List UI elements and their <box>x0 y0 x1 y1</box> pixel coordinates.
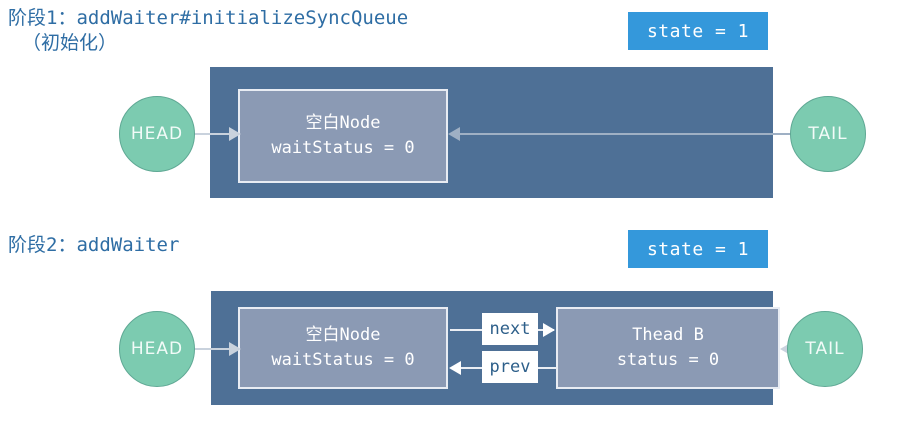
phase-1-subtitle: （初始化） <box>22 32 118 54</box>
phase-2-head-arrowhead-icon <box>229 342 241 356</box>
phase-1-tail-connector <box>452 133 792 135</box>
node-line-1: 空白Node <box>305 325 381 345</box>
phase-2-tail-pointer: TAIL <box>787 311 863 387</box>
node-line-1: 空白Node <box>305 113 381 133</box>
phase-1-title: 阶段1：addWaiter#initializeSyncQueue <box>8 7 409 29</box>
phase-2-node-empty: 空白Node waitStatus = 0 <box>238 307 448 389</box>
phase-2-title: 阶段2：addWaiter <box>8 234 180 256</box>
phase-2-state-badge: state = 1 <box>628 230 768 268</box>
phase-2-prev-edge-label: prev <box>482 351 538 383</box>
phase-2-prev-arrowhead-icon <box>449 361 461 375</box>
phase-2-node-thread-b: Thead B status = 0 <box>556 307 780 389</box>
phase-1-tail-arrowhead-icon <box>448 127 460 141</box>
phase-2-head-pointer: HEAD <box>119 311 195 387</box>
phase-1-head-arrowhead-icon <box>229 127 241 141</box>
phase-1-state-badge: state = 1 <box>628 12 768 50</box>
node-line-2: status = 0 <box>616 350 720 370</box>
phase-1-head-pointer: HEAD <box>119 96 195 172</box>
node-line-2: waitStatus = 0 <box>271 138 415 158</box>
phase-2-head-connector <box>195 348 235 350</box>
phase-2-next-arrowhead-icon <box>543 323 555 337</box>
phase-1-node-empty: 空白Node waitStatus = 0 <box>238 89 448 183</box>
node-line-2: waitStatus = 0 <box>271 350 415 370</box>
phase-1-tail-pointer: TAIL <box>790 96 866 172</box>
phase-2-next-edge-label: next <box>482 313 538 345</box>
node-line-1: Thead B <box>632 325 704 345</box>
phase-1-head-connector <box>195 133 235 135</box>
